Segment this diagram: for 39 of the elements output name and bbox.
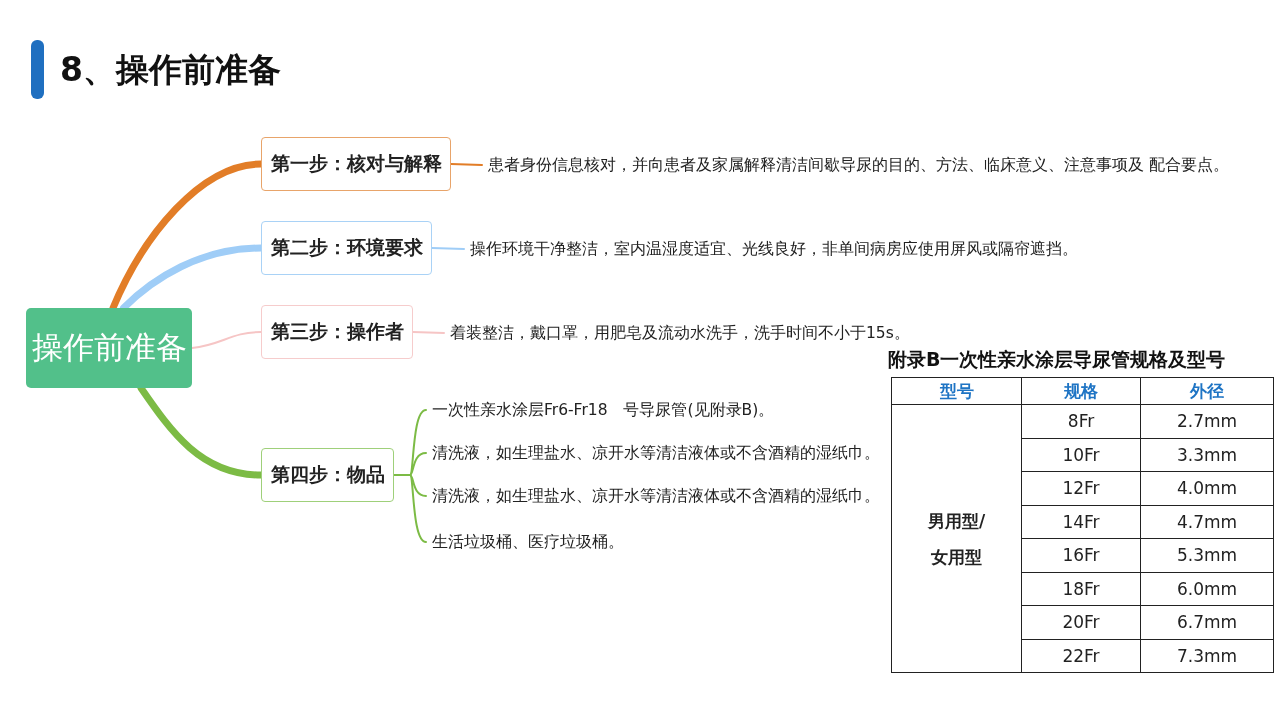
- table-cell: 10Fr: [1021, 438, 1141, 472]
- central-topic-box: 操作前准备: [26, 308, 192, 388]
- header-cell: 外径: [1140, 377, 1274, 405]
- table-cell: 4.0mm: [1140, 471, 1274, 505]
- branch-line: [393, 474, 427, 543]
- header-cell: 规格: [1021, 377, 1141, 405]
- table-cell: 8Fr: [1021, 404, 1141, 438]
- table-cell: 20Fr: [1021, 605, 1141, 639]
- table-cell: 18Fr: [1021, 572, 1141, 606]
- table-cell: 12Fr: [1021, 471, 1141, 505]
- table-cell: 3.3mm: [1140, 438, 1274, 472]
- detail-text: 患者身份信息核对，并向患者及家属解释清洁间歇导尿的目的、方法、临床意义、注意事项及 配合要点。: [482, 150, 1229, 180]
- branch-line: [450, 163, 483, 166]
- detail-text: 一次性亲水涂层Fr6-Fr18 号导尿管(见附录B)。: [426, 395, 775, 425]
- table-cell: 6.7mm: [1140, 605, 1274, 639]
- table-cell: 5.3mm: [1140, 538, 1274, 572]
- table-cell: 6.0mm: [1140, 572, 1274, 606]
- table-cell: 14Fr: [1021, 505, 1141, 539]
- table-cell: 4.7mm: [1140, 505, 1274, 539]
- table-cell: 16Fr: [1021, 538, 1141, 572]
- table-cell: 男用型/女用型: [891, 404, 1022, 673]
- table-title: 附录B一次性亲水涂层导尿管规格及型号: [888, 347, 1226, 372]
- step-box: 第一步：核对与解释: [261, 137, 451, 191]
- branch-line: [191, 331, 262, 349]
- detail-text: 生活垃圾桶、医疗垃圾桶。: [426, 527, 624, 557]
- step-box: 第四步：物品: [261, 448, 394, 502]
- step-box: 第三步：操作者: [261, 305, 413, 359]
- step-box: 第二步：环境要求: [261, 221, 432, 275]
- table-cell: 22Fr: [1021, 639, 1141, 673]
- detail-text: 清洗液，如生理盐水、凉开水等清洁液体或不含酒精的湿纸巾。: [426, 438, 880, 468]
- detail-text: 清洗液，如生理盐水、凉开水等清洁液体或不含酒精的湿纸巾。: [426, 481, 880, 511]
- table-cell: 7.3mm: [1140, 639, 1274, 673]
- slide-title: 8、操作前准备: [60, 49, 281, 91]
- detail-text: 着装整洁，戴口罩，用肥皂及流动水洗手，洗手时间不小于15s。: [444, 318, 910, 348]
- branch-line: [431, 247, 465, 250]
- header-cell: 型号: [891, 377, 1022, 405]
- branch-line: [412, 331, 445, 334]
- table-cell: 2.7mm: [1140, 404, 1274, 438]
- detail-text: 操作环境干净整洁，室内温湿度适宜、光线良好，非单间病房应使用屏风或隔帘遮挡。: [464, 234, 1078, 264]
